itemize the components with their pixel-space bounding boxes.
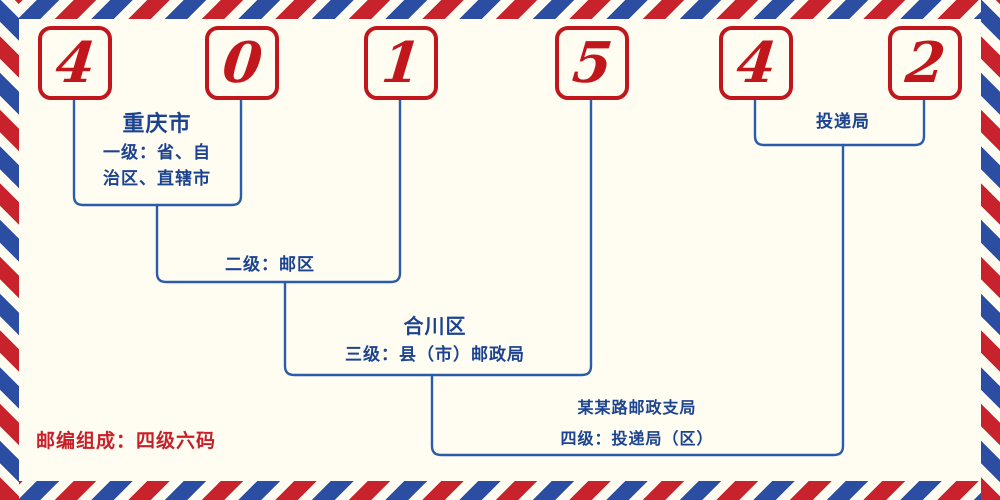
level1-desc-label: 一级：省、自 治区、直辖市 <box>77 140 237 192</box>
postal-digit-2: 0 <box>219 30 265 96</box>
level2-desc-label: 二级：邮区 <box>225 255 315 275</box>
bracket-delivery-line <box>753 98 926 147</box>
bracket-level2-line <box>155 98 402 284</box>
level1-desc-line1: 一级：省、自 <box>103 143 211 163</box>
level3-place-label: 合川区 <box>403 314 467 338</box>
postal-digit-4: 5 <box>569 30 615 96</box>
postal-digit-6: 2 <box>902 30 948 96</box>
postal-digit-5: 4 <box>733 30 779 96</box>
envelope-border-bottom <box>0 481 1000 500</box>
level3-desc-label: 三级：县（市）邮政局 <box>345 345 525 365</box>
envelope-border-top <box>0 0 1000 19</box>
level1-desc-line2: 治区、直辖市 <box>103 169 211 189</box>
envelope-border-right <box>981 0 1000 500</box>
bracket-level3-line <box>283 98 593 377</box>
bracket-level4-line <box>430 143 845 457</box>
envelope-border-left <box>0 0 19 500</box>
level4-place-label: 某某路邮政支局 <box>577 398 697 417</box>
delivery-office-label: 投递局 <box>816 112 870 132</box>
postal-digit-box-5: 4 <box>719 26 793 100</box>
postal-digit-3: 1 <box>378 30 424 96</box>
postal-digit-box-3: 1 <box>364 26 438 100</box>
postal-digit-1: 4 <box>52 30 98 96</box>
level1-place-label: 重庆市 <box>122 112 192 137</box>
footer-note: 邮编组成：四级六码 <box>36 430 217 452</box>
postal-digit-box-2: 0 <box>205 26 279 100</box>
postal-digit-box-6: 2 <box>888 26 962 100</box>
postal-digit-box-4: 5 <box>555 26 629 100</box>
postal-digit-box-1: 4 <box>38 26 112 100</box>
level4-desc-label: 四级：投递局（区） <box>560 429 714 448</box>
